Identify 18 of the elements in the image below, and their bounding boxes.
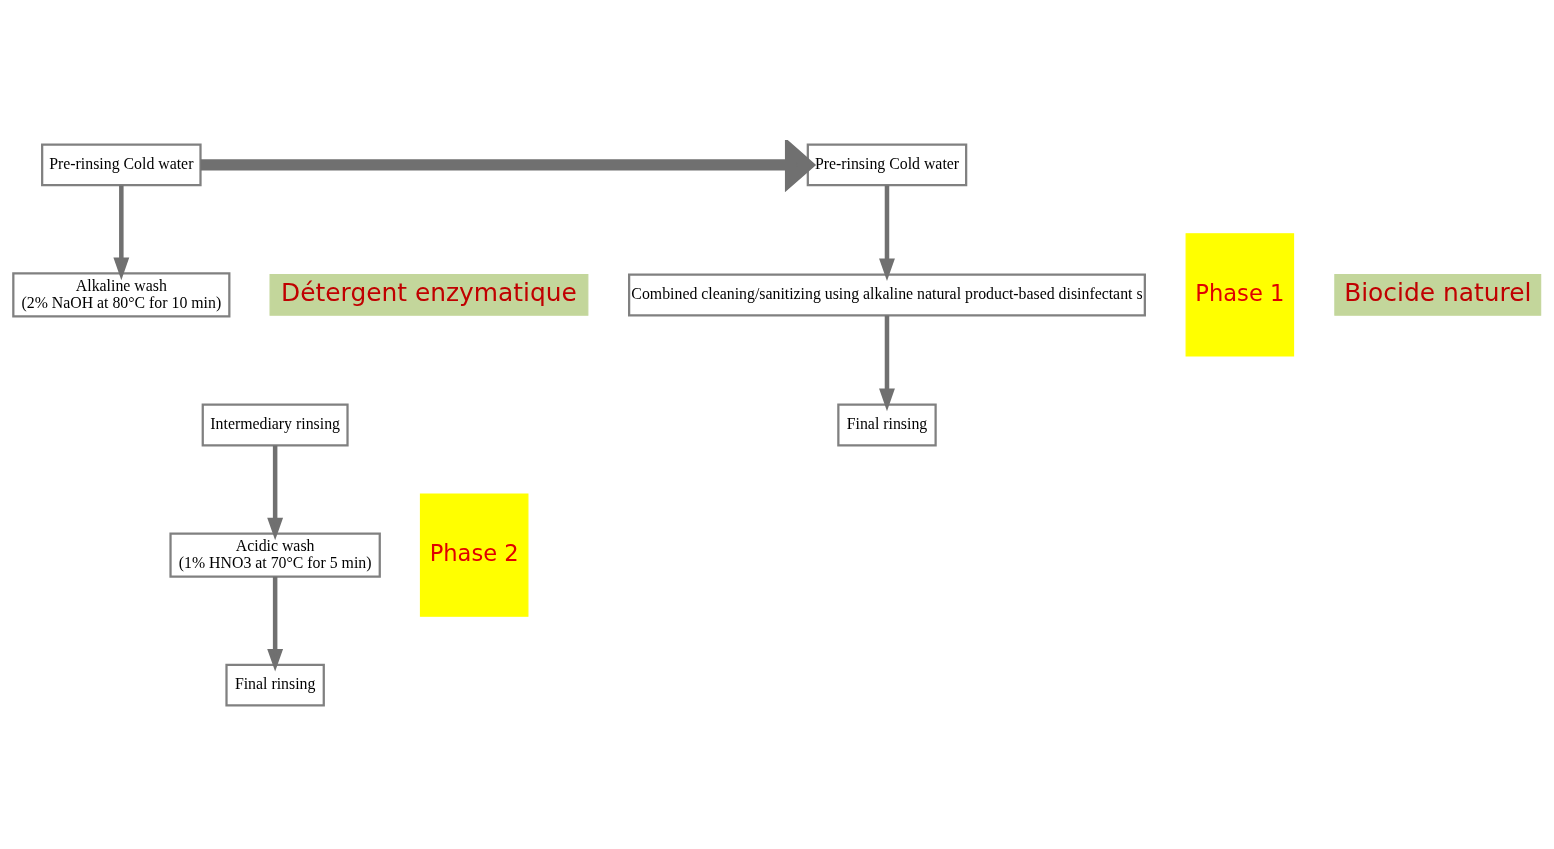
node-box: Acidic wash (1% HNO3 at 70°C for 5 min) (169, 531, 381, 578)
node-box: Pre-rinsing Cold water (806, 142, 968, 186)
arrow (879, 184, 895, 281)
arrow (879, 315, 895, 411)
node-box: Détergent enzymatique (269, 273, 589, 316)
node-box: Phase 1 (1185, 232, 1295, 357)
node-box: Biocide naturel (1334, 273, 1542, 316)
node-box: Combined cleaning/sanitizing using alkaline natural product-based disinfectant s (628, 272, 1146, 316)
arrow (200, 139, 817, 192)
node-box: Pre-rinsing Cold water (41, 142, 202, 186)
arrow (113, 184, 130, 280)
node-box: Alkaline wash (2% NaOH at 80°C for 10 min) (12, 271, 231, 318)
arrow (267, 445, 284, 540)
arrow (267, 576, 284, 672)
node-box: Final rinsing (225, 663, 325, 707)
node-box: Phase 2 (419, 492, 529, 617)
node-box: Final rinsing (837, 403, 937, 446)
node-box: Intermediary rinsing (201, 403, 349, 446)
